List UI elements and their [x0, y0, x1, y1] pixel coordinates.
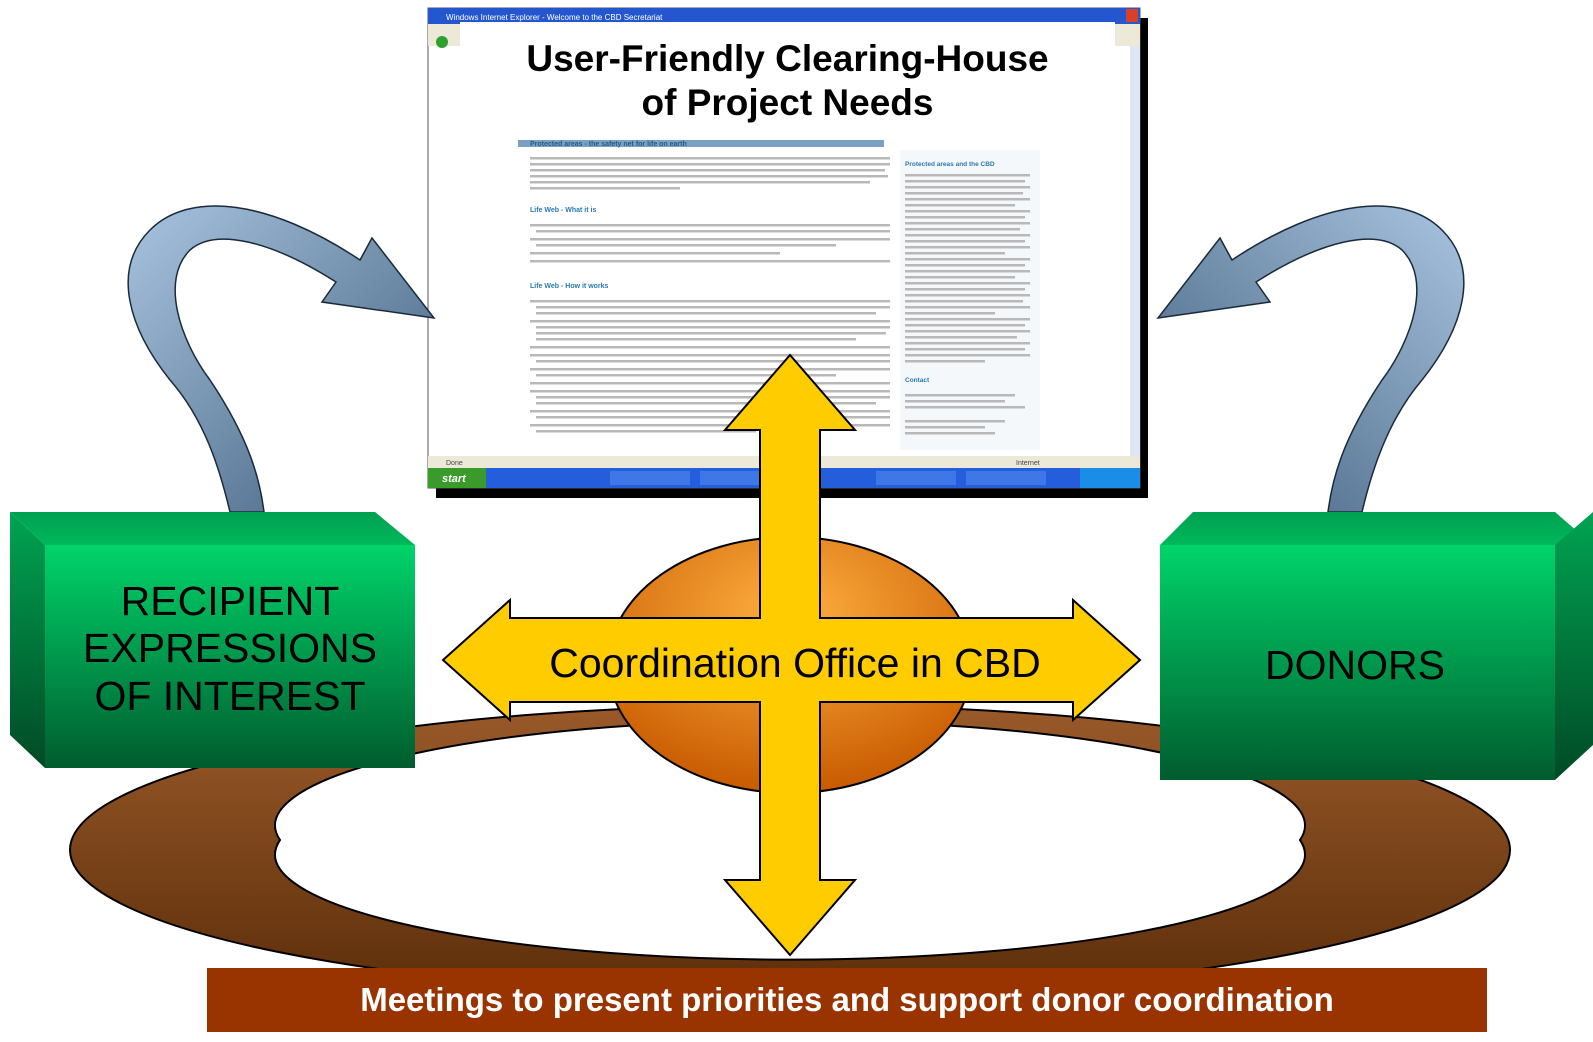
sidebar-contact: Contact: [905, 377, 930, 384]
donors-box: DONORS: [1160, 512, 1593, 780]
donors-label: DONORS: [1265, 642, 1445, 688]
recipient-box-front: [45, 545, 415, 768]
recipient-label-line3: OF INTEREST: [94, 673, 365, 719]
section-what-heading: Life Web - What it is: [530, 207, 596, 214]
window-title: Windows Internet Explorer - Welcome to t…: [446, 13, 663, 22]
section-how-bullets: [530, 300, 890, 433]
recipient-label-line2: EXPRESSIONS: [83, 625, 377, 671]
start-label: start: [442, 473, 467, 485]
status-bar-text: Done: [446, 460, 463, 467]
donors-box-side: [1555, 512, 1593, 780]
title-box: User-Friendly Clearing-House of Project …: [460, 22, 1115, 140]
curved-arrow-right: [1156, 205, 1465, 513]
curved-arrow-left: [127, 205, 436, 513]
title-line1: User-Friendly Clearing-House: [526, 37, 1049, 79]
page-paragraph: [530, 157, 890, 190]
sidebar-heading: Protected areas and the CBD: [905, 161, 995, 168]
title-line2: of Project Needs: [641, 82, 934, 123]
page-heading: Protected areas - the safety net for lif…: [530, 141, 687, 148]
recipient-box-top: [10, 512, 415, 545]
sidebar-contact-text: [905, 394, 1025, 435]
coordination-label: Coordination Office in CBD: [549, 640, 1040, 686]
system-tray: [1080, 468, 1140, 488]
start-button: [428, 468, 486, 488]
page-scrollbar: [1130, 46, 1140, 456]
back-icon: [436, 36, 448, 48]
recipient-box-side: [10, 512, 45, 768]
footer-banner: Meetings to present priorities and suppo…: [207, 968, 1487, 1032]
section-how-heading: Life Web - How it works: [530, 283, 609, 290]
recipient-label-line1: RECIPIENT: [121, 578, 340, 624]
status-zone-text: Internet: [1016, 460, 1040, 467]
sidebar-text: [905, 174, 1030, 363]
window-titlebar: [428, 8, 1140, 24]
close-icon: [1126, 9, 1138, 22]
recipient-box: RECIPIENT EXPRESSIONS OF INTEREST: [10, 512, 415, 768]
footer-text: Meetings to present priorities and suppo…: [360, 981, 1334, 1018]
donors-box-top: [1160, 512, 1593, 545]
section-what-bullets: [530, 224, 890, 263]
donors-box-front: [1160, 545, 1555, 780]
four-way-arrow: [441, 353, 1142, 957]
